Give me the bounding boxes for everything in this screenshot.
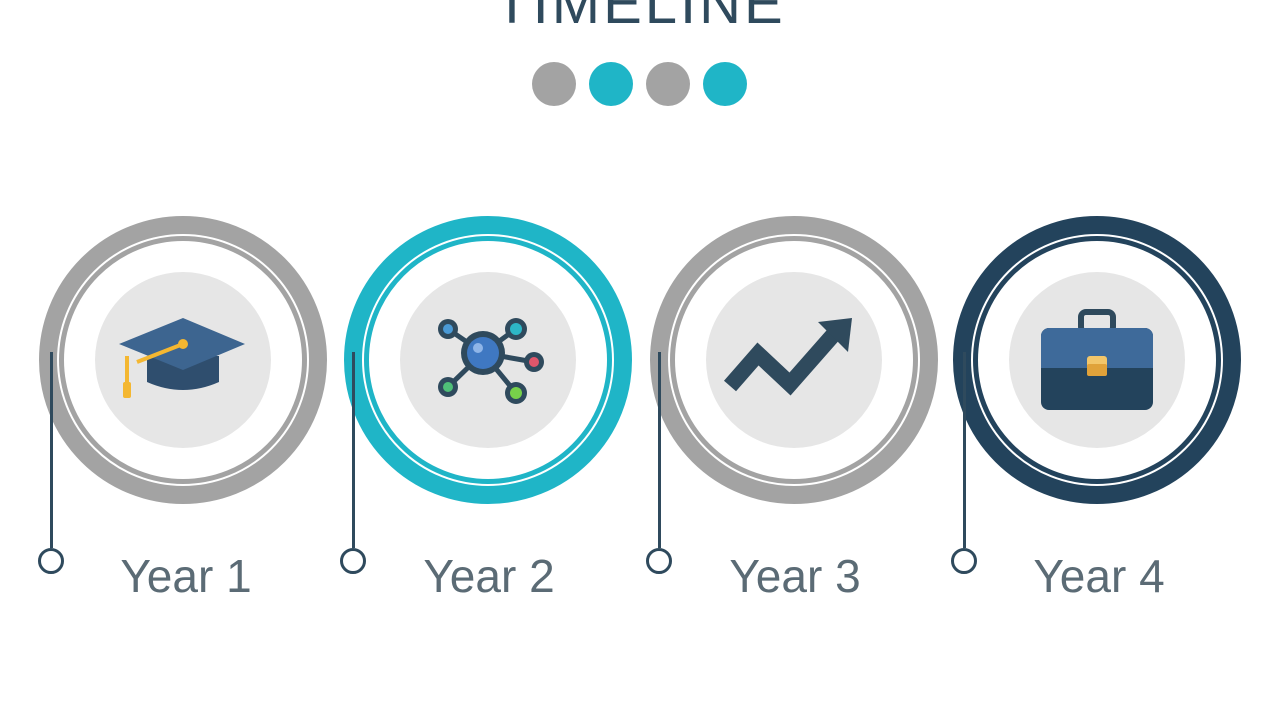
timeline-title: TIMELINE — [494, 0, 786, 36]
indicator-dot-4 — [703, 62, 747, 106]
step-3-stem — [658, 352, 661, 548]
step-3-ring — [650, 216, 938, 504]
step-4-inner-ring — [973, 236, 1221, 484]
graduation-cap-icon — [119, 318, 245, 398]
step-2-node — [340, 548, 366, 574]
step-4-node — [951, 548, 977, 574]
step-2-stem — [352, 352, 355, 548]
indicator-dot-2 — [589, 62, 633, 106]
briefcase-icon — [1041, 309, 1153, 410]
step-4-label: Year 4 — [1033, 550, 1165, 602]
indicator-dot-3 — [646, 62, 690, 106]
network-icon — [438, 318, 544, 404]
step-1-icon-disc — [95, 272, 271, 448]
step-3-label: Year 3 — [729, 550, 861, 602]
step-2-inner-ring — [364, 236, 612, 484]
step-2-label: Year 2 — [423, 550, 555, 602]
step-1-node — [38, 548, 64, 574]
step-3-icon-disc — [706, 272, 882, 448]
step-4-ring — [953, 216, 1241, 504]
step-1-label: Year 1 — [120, 550, 252, 602]
step-1-stem — [50, 352, 53, 548]
indicator-dot-1 — [532, 62, 576, 106]
step-3-inner-ring — [670, 236, 918, 484]
step-1-ring — [39, 216, 327, 504]
step-1-inner-ring — [59, 236, 307, 484]
trend-arrow-icon — [723, 318, 852, 396]
step-3-node — [646, 548, 672, 574]
step-2-ring — [344, 216, 632, 504]
step-2-icon-disc — [400, 272, 576, 448]
dot-indicator — [0, 62, 1280, 106]
step-4-stem — [963, 352, 966, 548]
step-4-icon-disc — [1009, 272, 1185, 448]
